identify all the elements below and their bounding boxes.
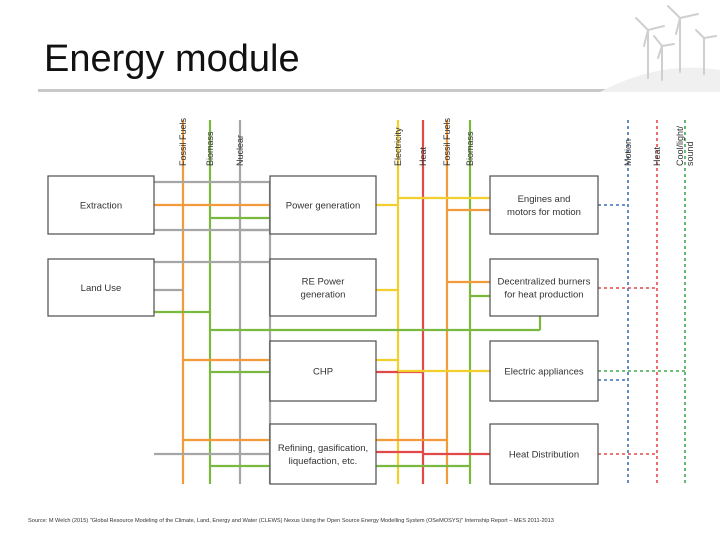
column-label-fossil-fuels-1: Fossil Fuels [178, 117, 188, 166]
flow-lines [154, 120, 686, 484]
column-label-heat-2: Heat [652, 146, 662, 166]
electric-appliances-box [489, 340, 599, 402]
column-label-biomass-2: Biomass [465, 131, 475, 166]
electric-appliances-label: Electric appliances [504, 367, 583, 378]
land-use-box [47, 258, 155, 317]
column-label-cool-light-sound: Cool/light/ [675, 125, 685, 166]
column-label-nuclear: Nuclear [235, 135, 245, 166]
column-label-electricity: Electricity [393, 127, 403, 166]
decentralized-burners-box [489, 258, 599, 317]
chp-box [269, 340, 377, 402]
engines-label: Engines and [518, 194, 571, 205]
heat-distribution-label: Heat Distribution [509, 450, 579, 461]
re-power-generation-box [269, 258, 377, 317]
heat-distribution-box [489, 423, 599, 485]
column-label-cool-light-sound: sound [685, 141, 695, 166]
decentralized-burners-label: Decentralized burners [498, 277, 591, 288]
extraction-label: Extraction [80, 201, 122, 212]
page-title: Energy module [44, 38, 300, 80]
power-generation-box [269, 175, 377, 235]
engines-box [489, 175, 599, 235]
re-power-generation-label: RE Power [302, 277, 345, 288]
column-label-biomass-1: Biomass [205, 131, 215, 166]
refining-label: liquefaction, etc. [289, 456, 358, 467]
title-divider [38, 89, 714, 92]
hill-shape [600, 67, 720, 92]
column-label-motion: Motion [623, 139, 633, 166]
source-citation: Source: M Welch (2015) "Global Resource … [28, 518, 554, 524]
land-use-label: Land Use [81, 283, 122, 294]
refining-box [269, 423, 377, 485]
chp-label: CHP [313, 367, 333, 378]
column-label-heat-1: Heat [418, 146, 428, 166]
refining-label: Refining, gasification, [278, 443, 368, 454]
extraction-box [47, 175, 155, 235]
decentralized-burners-label: for heat production [504, 290, 583, 301]
wind-turbines-icon [600, 5, 720, 92]
re-power-generation-label: generation [301, 290, 346, 301]
engines-label: motors for motion [507, 207, 581, 218]
column-label-fossil-fuels-2: Fossil Fuels [442, 117, 452, 166]
power-generation-label: Power generation [286, 201, 360, 212]
column-labels: Fossil Fuels Biomass Nuclear Electricity Hea… [178, 117, 695, 166]
